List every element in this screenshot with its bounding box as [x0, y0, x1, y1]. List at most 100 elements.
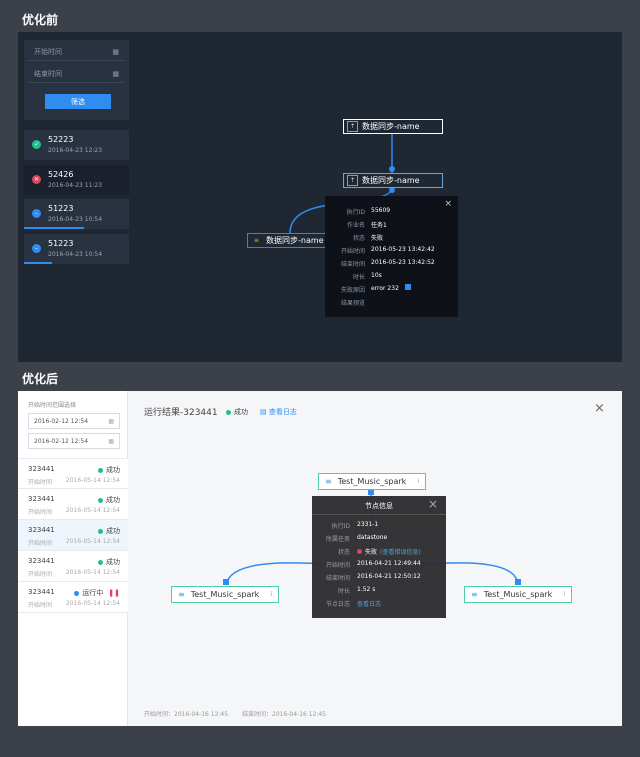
result-status-text: 成功	[234, 408, 248, 416]
task-date: 2016-04-23 10:54	[48, 251, 103, 258]
error-info-link[interactable]: (查看错误信息)	[380, 549, 421, 556]
task-date: 2016-05-14 12:54	[65, 569, 120, 576]
task-name: 323441	[28, 588, 55, 596]
popover-value: 2016-04-21 12:49:44	[357, 560, 421, 567]
end-time-field[interactable]: 结束时间 ▦	[28, 65, 125, 83]
task-card[interactable]: – 51223 2016-04-23 10:54	[24, 199, 129, 229]
start-time-field[interactable]: 开始时间 ▦	[28, 43, 125, 61]
node-log-link[interactable]: 查看日志	[357, 601, 382, 608]
task-date: 2016-04-23 10:54	[48, 216, 103, 223]
view-log-link[interactable]: ▤ 查看日志	[260, 407, 297, 417]
task-date: 2016-05-14 12:54	[65, 507, 120, 514]
info-icon[interactable]: i	[563, 591, 565, 598]
task-name: 52223	[48, 135, 74, 144]
task-status: 成功	[106, 558, 120, 566]
tooltip-key: 开始时间	[340, 248, 365, 255]
progress-bar	[24, 262, 52, 264]
popover-key: 执行ID	[331, 523, 350, 530]
task-name: 51223	[48, 204, 74, 213]
tooltip-value: 10s	[371, 272, 382, 279]
task-date-label: 开始时间	[28, 602, 53, 609]
success-dot	[226, 409, 231, 415]
flow-node[interactable]: ⇡ 数据同步-name	[343, 119, 443, 134]
node-icon: ⇡	[347, 175, 358, 186]
task-card[interactable]: – 51223 2016-04-23 10:54	[24, 234, 129, 264]
task-name: 51223	[48, 239, 74, 248]
tooltip-key: 结果预览	[340, 300, 365, 307]
task-list-item[interactable]: 323441 成功 开始时间 2016-05-14 12:54	[18, 458, 128, 489]
filter-button[interactable]: 筛选	[45, 94, 111, 109]
task-list-item[interactable]: 323441 成功 开始时间 2016-05-14 12:54	[18, 551, 128, 582]
detail-icon[interactable]	[405, 284, 411, 290]
node-label: Test_Music_spark	[483, 590, 553, 599]
tooltip-value: 任务1	[371, 222, 387, 229]
task-date-label: 开始时间	[28, 571, 53, 578]
section-title-after: 优化后	[22, 372, 59, 386]
pause-icon[interactable]: ❚❚	[108, 589, 120, 597]
task-name: 52426	[48, 170, 74, 179]
tooltip-key: 状态	[352, 235, 365, 242]
calendar-icon: ▦	[108, 417, 114, 425]
section-title-before: 优化前	[22, 13, 59, 27]
task-name: 323441	[28, 495, 55, 503]
popover-key: 时长	[337, 588, 350, 595]
close-icon[interactable]: ×	[444, 199, 452, 209]
date-from-value: 2016-02-12 12:54	[34, 417, 89, 425]
date-from-input[interactable]: 2016-02-12 12:54 ▦	[28, 413, 120, 429]
database-icon: ≡	[178, 590, 185, 599]
success-dot	[98, 497, 103, 503]
task-date: 2016-05-14 12:54	[65, 477, 120, 484]
tooltip-value: error 232	[371, 285, 399, 292]
running-dot	[74, 590, 80, 596]
tooltip-value: 2016-05-23 13:42:42	[371, 246, 435, 253]
failed-icon: ✕	[32, 175, 41, 184]
info-icon[interactable]: i	[417, 478, 419, 485]
task-status: 成功	[106, 527, 120, 535]
success-dot	[98, 528, 103, 534]
node-label: 数据同步-name	[266, 236, 324, 245]
calendar-icon: ▦	[112, 69, 119, 78]
task-name: 323441	[28, 557, 55, 565]
date-to-value: 2016-02-12 12:54	[34, 437, 89, 445]
task-status: 成功	[106, 496, 120, 504]
database-icon: ≡	[471, 590, 478, 599]
popover-key: 所属任务	[325, 536, 350, 543]
task-list-item[interactable]: 323441 运行中❚❚ 开始时间 2016-05-14 12:54	[18, 582, 128, 613]
tooltip-key: 执行ID	[346, 209, 365, 216]
close-icon[interactable]: ×	[427, 497, 438, 511]
info-icon[interactable]: i	[270, 591, 272, 598]
running-icon: –	[32, 209, 41, 218]
tooltip-key: 时长	[352, 274, 365, 281]
filter-label: 开始时间范围选择	[28, 402, 77, 409]
view-log-text: 查看日志	[268, 408, 297, 416]
close-button[interactable]: ×	[594, 401, 605, 416]
task-list-item-selected[interactable]: 323441 成功 开始时间 2016-05-14 12:54	[18, 520, 128, 551]
task-list-item[interactable]: 323441 成功 开始时间 2016-05-14 12:54	[18, 489, 128, 520]
flow-node[interactable]: ⇡ 数据同步-name	[343, 173, 443, 188]
success-icon: ✓	[32, 140, 41, 149]
graph-node[interactable]: ≡ Test_Music_spark i	[464, 586, 572, 603]
success-dot	[98, 559, 103, 565]
task-card[interactable]: ✓ 52223 2016-04-23 12:23	[24, 130, 129, 160]
flow-node-failed[interactable]: ≡ 数据同步-name	[247, 233, 327, 248]
graph-node[interactable]: ≡ Test_Music_spark i	[318, 473, 426, 490]
date-to-input[interactable]: 2016-02-12 12:54 ▦	[28, 433, 120, 449]
tooltip-key: 结束时间	[340, 261, 365, 268]
task-card[interactable]: ✕ 52426 2016-04-23 11:23	[24, 165, 129, 195]
tooltip-key: 作业名	[346, 222, 365, 229]
popover-title: 节点信息	[365, 502, 393, 510]
running-icon: –	[32, 244, 41, 253]
tooltip-key: 失败原因	[340, 287, 365, 294]
node-tooltip: × 执行ID 55609 作业名 任务1 状态 失败 开始时间 2016-05-…	[325, 196, 458, 317]
tooltip-value: 2016-05-23 13:42:52	[371, 259, 435, 266]
popover-value: 2331-1	[357, 521, 379, 528]
graph-node[interactable]: ≡ Test_Music_spark i	[171, 586, 279, 603]
popover-value: 1.52 s	[357, 586, 376, 593]
calendar-icon: ▦	[112, 47, 119, 56]
popover-value: datastone	[357, 534, 388, 541]
popover-status-text: 失败	[365, 549, 378, 556]
success-dot	[98, 467, 103, 473]
task-date: 2016-05-14 12:54	[65, 538, 120, 545]
tooltip-value: 失败	[371, 235, 384, 242]
